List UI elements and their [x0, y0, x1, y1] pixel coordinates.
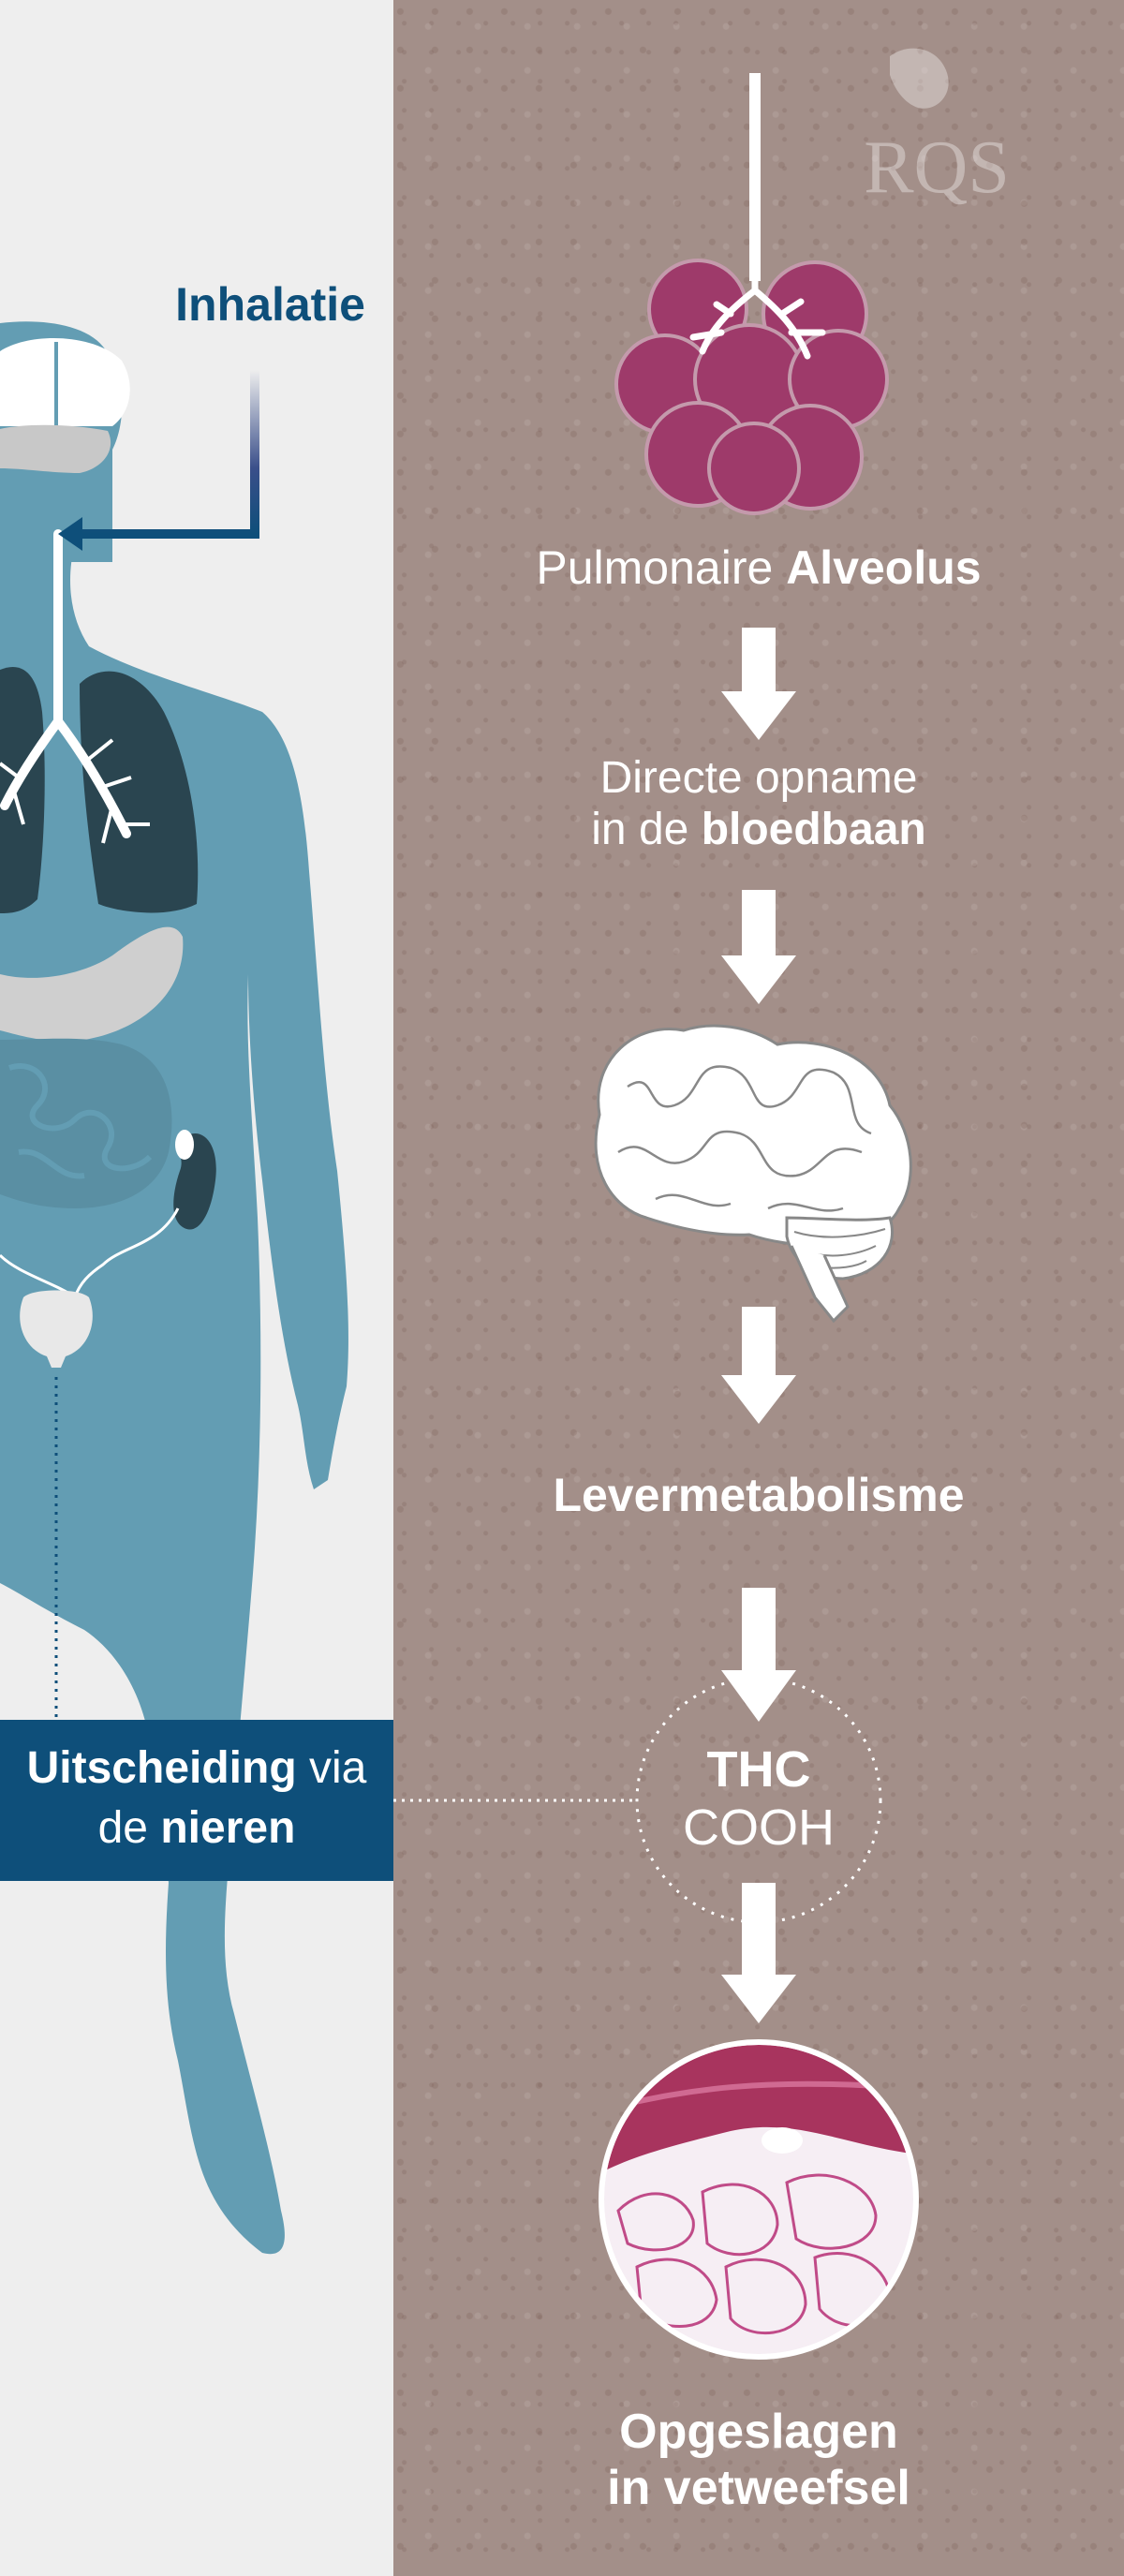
bronchi-icon [0, 738, 150, 844]
bladder-icon [20, 1290, 93, 1368]
inhalation-arrow-path [75, 370, 259, 539]
storage-line-1: Opgeslagen [619, 2405, 898, 2459]
excretion-label: Uitscheiding via de nieren [0, 1739, 393, 1858]
trachea-icon [0, 529, 131, 838]
storage-line-2: in vetweefsel [607, 2460, 910, 2515]
metabolite-label: THC COOH [581, 1740, 937, 1857]
excretion-plain-1: via [296, 1743, 367, 1793]
alveolus-stem [749, 73, 761, 281]
metabolite-circle [635, 1677, 882, 1924]
alveolus-label-bold: Alveolus [786, 541, 982, 594]
logo-text: RQS [864, 126, 1010, 209]
bloodstream-bold: bloedbaan [701, 805, 926, 855]
right-lung-icon [80, 671, 199, 913]
human-body-figure [0, 321, 348, 2255]
excretion-box: Uitscheiding via de nieren [0, 1720, 393, 1881]
adrenal-gland [175, 1130, 194, 1160]
bloodstream-plain: in de [591, 805, 702, 855]
alveolus-bronchioles [689, 273, 826, 360]
alveolus-label: Pulmonaire Alveolus [487, 541, 1030, 596]
excretion-bold-2: nieren [160, 1803, 296, 1853]
rqs-logo: RQS [864, 48, 1010, 209]
liver-icon [0, 926, 184, 1042]
flow-arrow-4 [721, 1588, 796, 1722]
fat-tissue-icon [599, 2039, 919, 2360]
alveolus-label-plain: Pulmonaire [536, 541, 787, 594]
storage-label: Opgeslagen in vetweefsel [487, 2405, 1030, 2517]
metabolite-plain: COOH [683, 1799, 835, 1857]
bloodstream-line-1: Directe opname [599, 753, 918, 803]
liver-metabolism-label: Levermetabolisme [487, 1469, 1030, 1523]
brain-illustration [594, 1024, 912, 1324]
flow-arrow-2 [721, 890, 796, 1004]
alveolus-icon [614, 259, 889, 515]
liver-metabolism-text: Levermetabolisme [553, 1469, 965, 1521]
flow-arrow-5 [721, 1883, 796, 2023]
intestine-folds [8, 1063, 153, 1179]
cerebellum-icon [0, 424, 111, 473]
flow-arrow-1 [721, 628, 796, 740]
excretion-bold-1: Uitscheiding [26, 1743, 297, 1793]
flow-arrow-3 [721, 1307, 796, 1424]
brain-icon [0, 338, 130, 426]
bloodstream-label: Directe opname in de bloedbaan [487, 752, 1030, 855]
metabolite-bold: THC [706, 1741, 811, 1798]
left-lung-icon [0, 667, 45, 913]
inhalation-label: Inhalatie [175, 278, 365, 331]
inhalation-arrow-head [58, 517, 82, 551]
excretion-plain-2: de [97, 1803, 161, 1853]
